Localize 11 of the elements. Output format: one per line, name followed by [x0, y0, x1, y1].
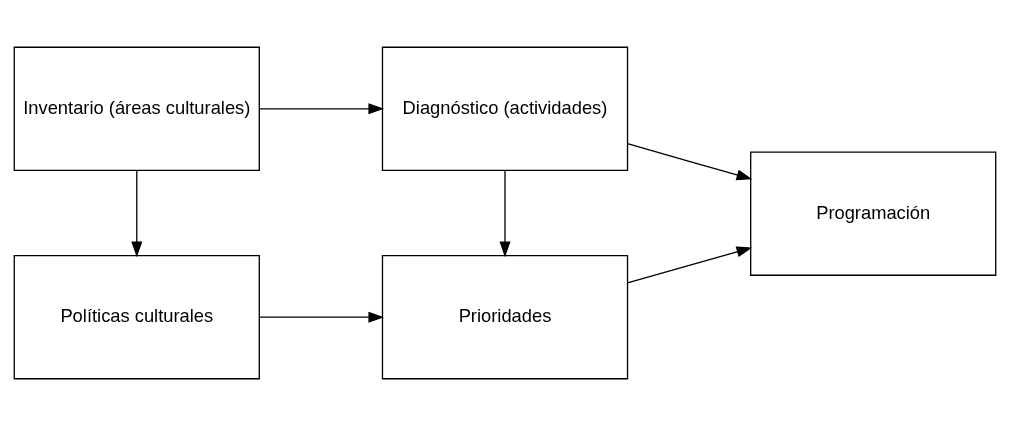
- arrow: [626, 142, 753, 180]
- node-box: Políticas culturales: [13, 254, 260, 379]
- node-box: Programación: [750, 150, 997, 276]
- node-box: Diagnóstico (actividades): [381, 46, 629, 171]
- node-box: Prioridades: [381, 254, 629, 379]
- arrow: [499, 169, 511, 257]
- arrow: [258, 311, 385, 323]
- arrow: [258, 102, 385, 114]
- arrow: [131, 169, 143, 257]
- arrow: [626, 246, 753, 283]
- node-box: Inventario (áreas culturales): [13, 46, 260, 171]
